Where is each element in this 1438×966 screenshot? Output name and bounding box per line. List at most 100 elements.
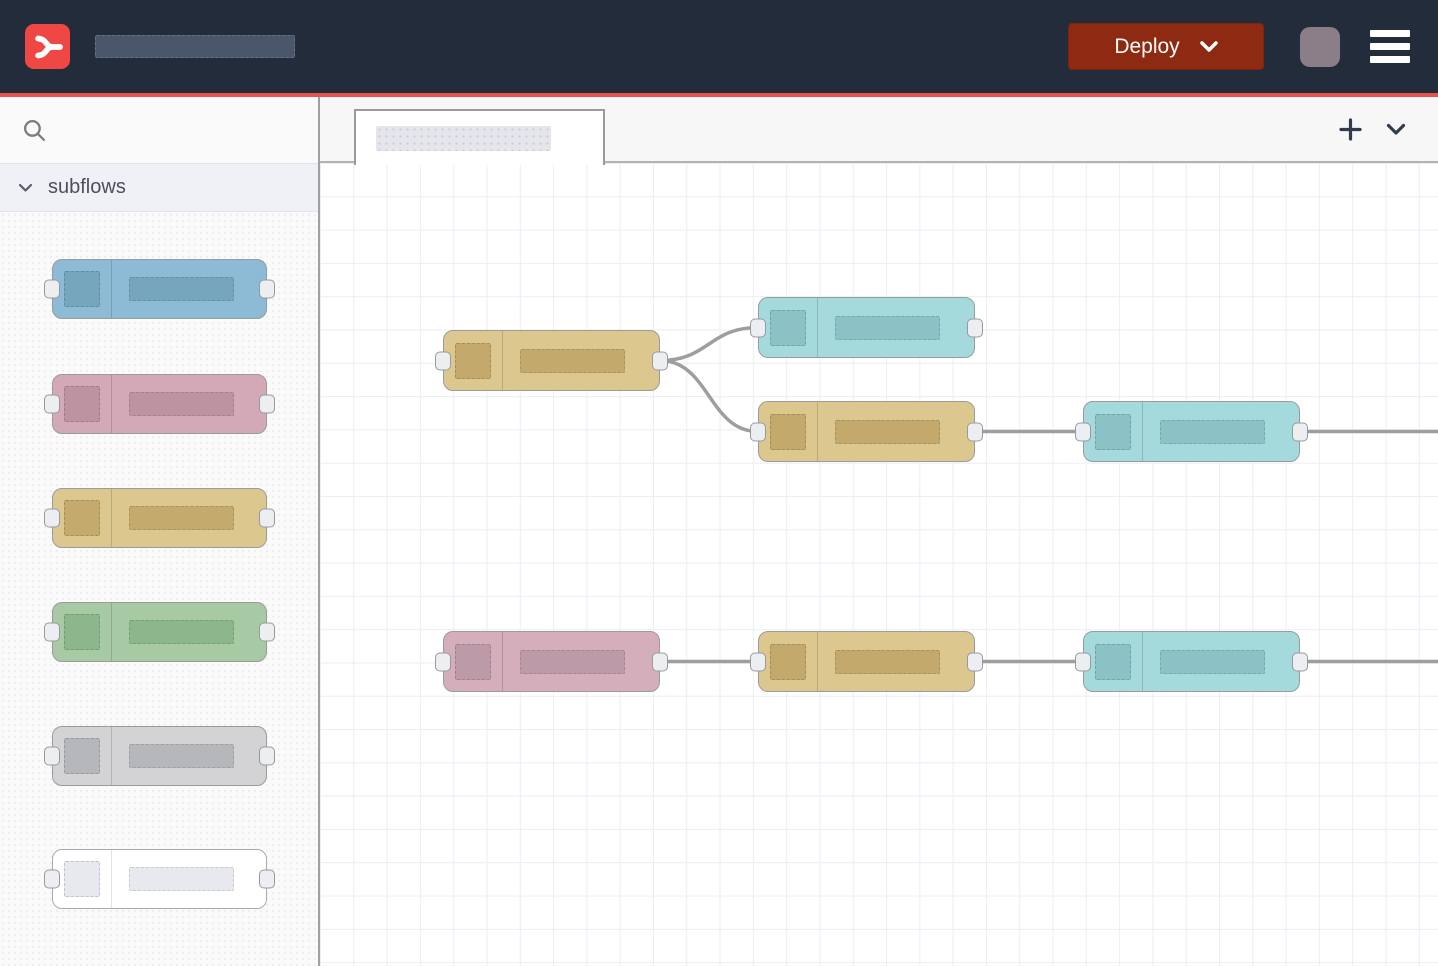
output-port[interactable] (967, 652, 983, 671)
app-logo[interactable] (25, 24, 70, 69)
input-port[interactable] (750, 422, 766, 441)
output-port[interactable] (259, 279, 275, 299)
input-port[interactable] (750, 652, 766, 671)
flow-list-button[interactable] (1386, 123, 1406, 136)
flow-node-e-pink[interactable] (435, 631, 668, 692)
node-divider (111, 375, 112, 433)
output-port[interactable] (652, 652, 668, 671)
palette-node-list (0, 212, 318, 966)
node-icon-placeholder (64, 614, 100, 650)
node-divider (111, 727, 112, 785)
node-divider (502, 331, 503, 390)
wire-a-b[interactable] (658, 325, 760, 363)
node-label-placeholder (1160, 419, 1265, 444)
flow-tab-bar (320, 97, 1438, 165)
output-port[interactable] (652, 351, 668, 370)
node-icon-placeholder (64, 500, 100, 536)
output-port[interactable] (259, 622, 275, 642)
chevron-down-icon (1199, 40, 1218, 52)
input-port[interactable] (44, 279, 60, 299)
node-divider (111, 489, 112, 547)
flow-node-c-yellow[interactable] (750, 401, 983, 462)
palette-sidebar: subflows (0, 97, 320, 966)
output-port[interactable] (259, 394, 275, 414)
header: Deploy (0, 0, 1438, 93)
node-icon-placeholder (1095, 643, 1131, 680)
output-port[interactable] (259, 746, 275, 766)
node-icon-placeholder (64, 271, 100, 307)
input-port[interactable] (44, 508, 60, 528)
output-port[interactable] (1292, 652, 1308, 671)
tab-title-placeholder (376, 125, 551, 151)
palette-node-white[interactable] (44, 849, 275, 909)
node-icon-placeholder (64, 861, 100, 897)
input-port[interactable] (44, 622, 60, 642)
output-port[interactable] (259, 508, 275, 528)
node-divider (817, 298, 818, 357)
node-divider (817, 402, 818, 461)
flow-canvas[interactable] (320, 163, 1438, 966)
palette-category-label: subflows (48, 176, 126, 198)
node-divider (502, 632, 503, 691)
palette-node-blue[interactable] (44, 259, 275, 319)
node-label-placeholder (129, 506, 234, 530)
palette-search[interactable] (0, 97, 318, 163)
input-port[interactable] (1075, 422, 1091, 441)
chevron-down-icon (18, 183, 33, 192)
flow-node-d-cyan[interactable] (1075, 401, 1308, 462)
node-label-placeholder (129, 744, 234, 768)
palette-category-subflows[interactable]: subflows (0, 163, 318, 212)
node-icon-placeholder (64, 386, 100, 422)
wires-layer (658, 325, 1438, 664)
input-port[interactable] (750, 318, 766, 337)
deploy-button[interactable]: Deploy (1068, 23, 1264, 70)
node-label-placeholder (835, 419, 940, 444)
node-divider (111, 603, 112, 661)
output-port[interactable] (967, 318, 983, 337)
node-icon-placeholder (1095, 413, 1131, 450)
palette-node-pink[interactable] (44, 374, 275, 434)
node-label-placeholder (129, 620, 234, 644)
hamburger-menu-icon[interactable] (1370, 30, 1410, 63)
add-flow-button[interactable] (1339, 117, 1362, 141)
flow-node-g-cyan[interactable] (1075, 631, 1308, 692)
input-port[interactable] (435, 652, 451, 671)
node-icon-placeholder (770, 309, 806, 346)
node-icon-placeholder (770, 643, 806, 680)
node-divider (817, 632, 818, 691)
flow-tab-active[interactable] (354, 109, 605, 165)
node-label-placeholder (1160, 649, 1265, 674)
output-port[interactable] (1292, 422, 1308, 441)
node-icon-placeholder (64, 738, 100, 774)
node-divider (1142, 402, 1143, 461)
node-red-logo-icon (34, 35, 63, 58)
palette-node-yellow[interactable] (44, 488, 275, 548)
input-port[interactable] (1075, 652, 1091, 671)
input-port[interactable] (44, 746, 60, 766)
flow-node-f-yellow[interactable] (750, 631, 983, 692)
flow-node-a-yellow[interactable] (435, 330, 668, 391)
deploy-button-label: Deploy (1114, 34, 1180, 58)
node-icon-placeholder (770, 413, 806, 450)
user-avatar[interactable] (1300, 26, 1340, 67)
workspace-title-placeholder (95, 35, 295, 58)
flow-node-b-cyan[interactable] (750, 297, 983, 358)
node-label-placeholder (129, 867, 234, 891)
input-port[interactable] (44, 869, 60, 889)
node-label-placeholder (129, 277, 234, 301)
node-divider (111, 850, 112, 908)
node-icon-placeholder (455, 643, 491, 680)
plus-icon (1339, 117, 1362, 141)
palette-node-green[interactable] (44, 602, 275, 662)
search-icon (23, 119, 46, 141)
palette-node-gray[interactable] (44, 726, 275, 786)
node-label-placeholder (129, 392, 234, 416)
output-port[interactable] (259, 869, 275, 889)
node-icon-placeholder (455, 342, 491, 379)
wire-a-c[interactable] (658, 358, 760, 434)
node-label-placeholder (835, 649, 940, 674)
workspace (320, 97, 1438, 966)
input-port[interactable] (44, 394, 60, 414)
output-port[interactable] (967, 422, 983, 441)
input-port[interactable] (435, 351, 451, 370)
